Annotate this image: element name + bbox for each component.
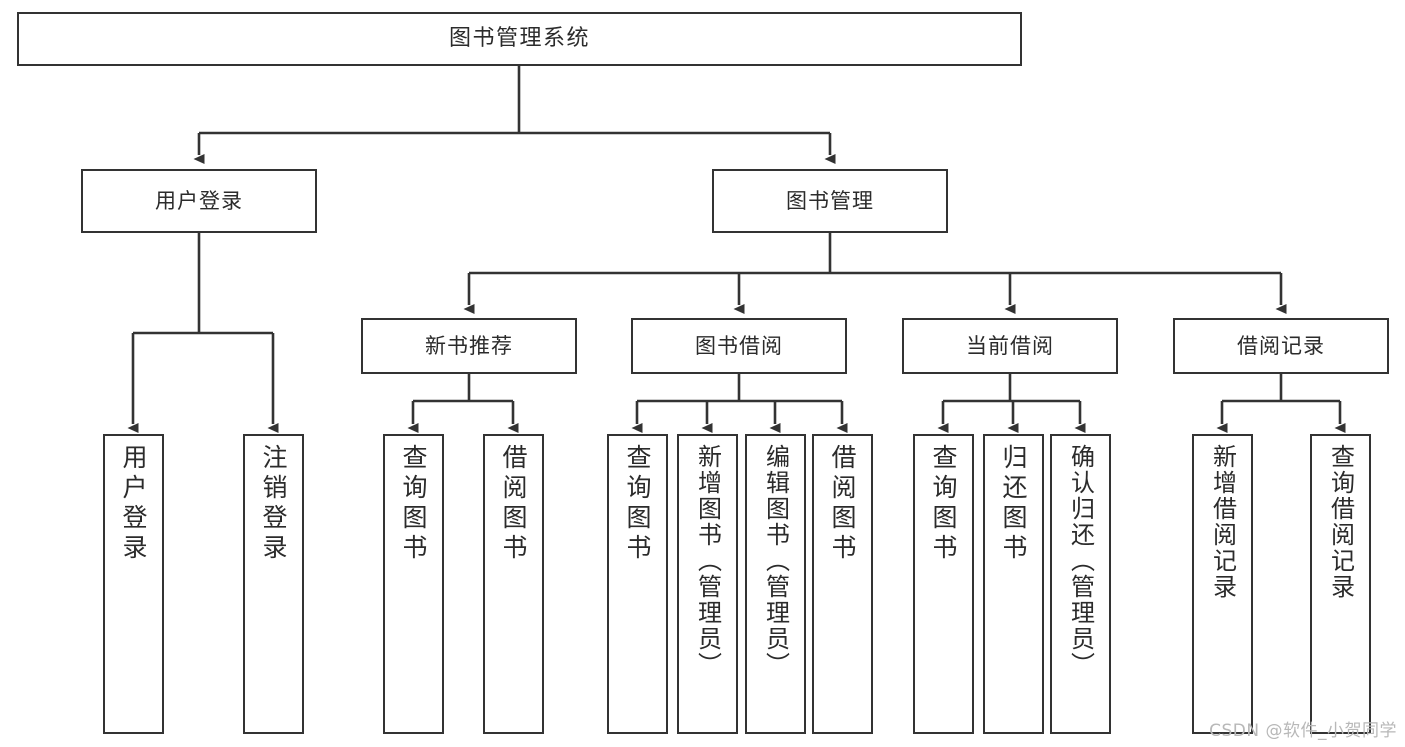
node-label: 归还图书	[999, 444, 1028, 564]
node-label: 借阅记录	[1237, 333, 1325, 358]
node-label: 新书推荐	[425, 333, 513, 358]
leaf-confirm-return-admin[interactable]: 确认归还（管理员）	[1050, 434, 1111, 734]
leaf-query-book-current[interactable]: 查询图书	[913, 434, 974, 734]
node-label: 查询图书	[399, 444, 428, 564]
node-new-book-recommend[interactable]: 新书推荐	[361, 318, 577, 374]
leaf-borrow-book-recommend[interactable]: 借阅图书	[483, 434, 544, 734]
node-label: 借阅图书	[828, 444, 857, 564]
csdn-watermark: CSDN @软件_小贺同学	[1209, 721, 1397, 741]
node-label: 图书管理系统	[448, 26, 590, 52]
node-label: 注销登录	[259, 444, 288, 564]
node-label: 新增图书（管理员）	[693, 444, 722, 678]
leaf-return-book[interactable]: 归还图书	[983, 434, 1044, 734]
leaf-borrow-book-borrow[interactable]: 借阅图书	[812, 434, 873, 734]
node-label: 新增借阅记录	[1208, 444, 1237, 600]
leaf-query-book-recommend[interactable]: 查询图书	[383, 434, 444, 734]
leaf-query-book-borrow[interactable]: 查询图书	[607, 434, 668, 734]
leaf-user-login[interactable]: 用户登录	[103, 434, 164, 734]
node-label: 查询图书	[929, 444, 958, 564]
node-label: 图书借阅	[695, 333, 783, 358]
node-borrow-record[interactable]: 借阅记录	[1173, 318, 1389, 374]
node-user-login[interactable]: 用户登录	[81, 169, 317, 233]
node-root-book-management-system[interactable]: 图书管理系统	[17, 12, 1022, 66]
leaf-user-logout[interactable]: 注销登录	[243, 434, 304, 734]
leaf-add-borrow-record[interactable]: 新增借阅记录	[1192, 434, 1253, 734]
node-book-borrow[interactable]: 图书借阅	[631, 318, 847, 374]
node-label: 查询图书	[623, 444, 652, 564]
node-label: 图书管理	[786, 188, 874, 213]
node-label: 查询借阅记录	[1326, 444, 1355, 600]
node-label: 编辑图书（管理员）	[761, 444, 790, 678]
node-label: 借阅图书	[499, 444, 528, 564]
node-label: 当前借阅	[966, 333, 1054, 358]
node-label: 确认归还（管理员）	[1066, 444, 1095, 678]
node-book-management[interactable]: 图书管理	[712, 169, 948, 233]
node-current-borrow[interactable]: 当前借阅	[902, 318, 1118, 374]
node-label: 用户登录	[155, 188, 243, 213]
node-label: 用户登录	[119, 444, 148, 564]
leaf-query-borrow-record[interactable]: 查询借阅记录	[1310, 434, 1371, 734]
leaf-edit-book-admin[interactable]: 编辑图书（管理员）	[745, 434, 806, 734]
leaf-add-book-admin[interactable]: 新增图书（管理员）	[677, 434, 738, 734]
